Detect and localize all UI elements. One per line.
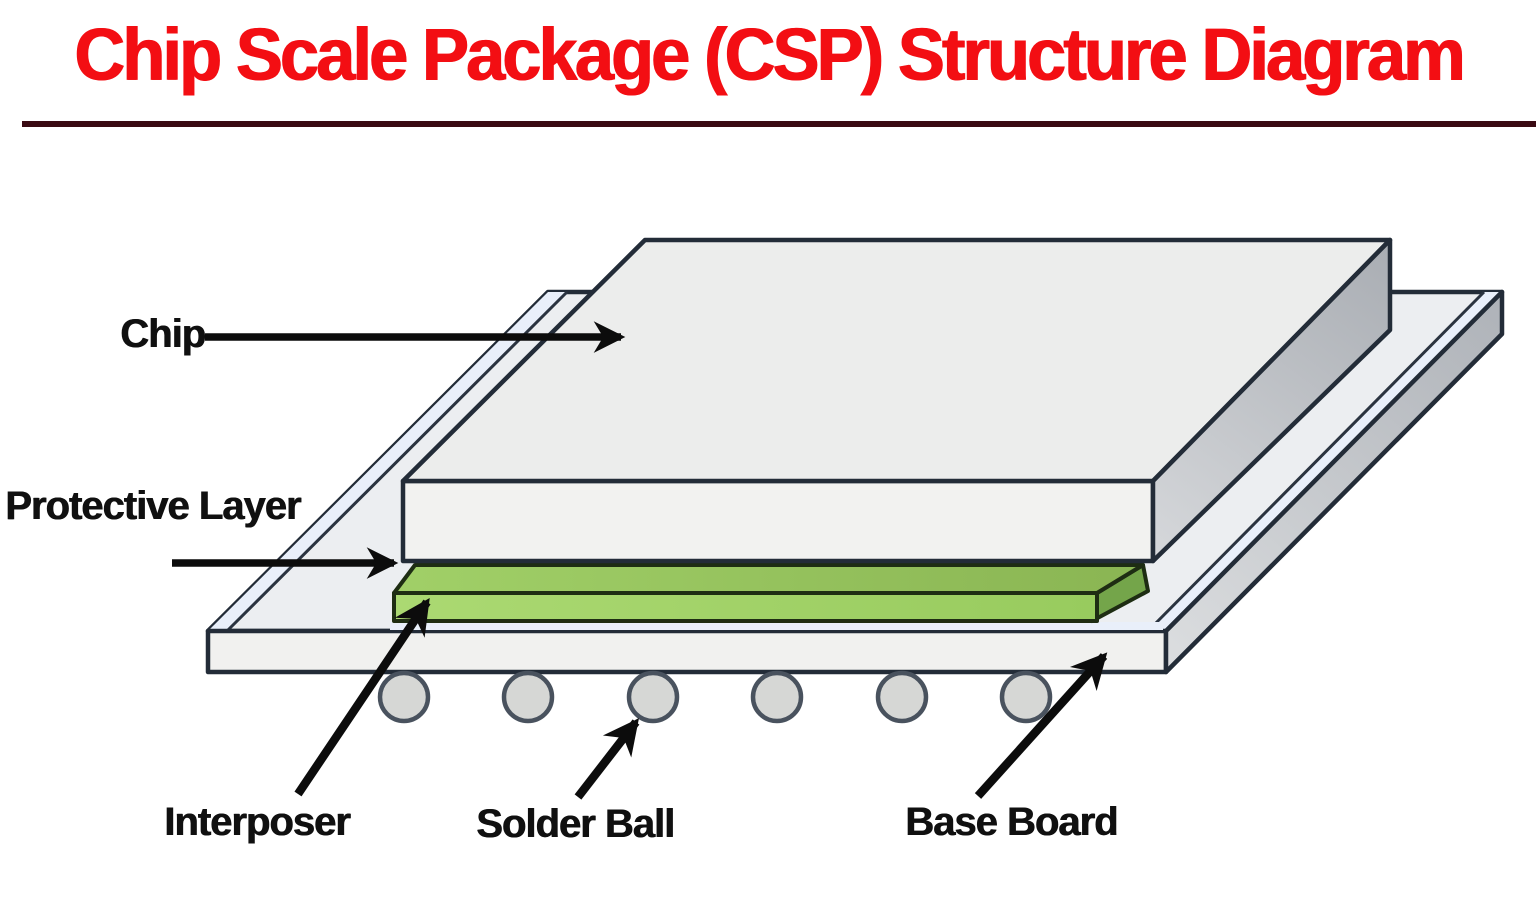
solder-ball: [750, 670, 804, 724]
base-board-front-margin-strip: [390, 622, 1163, 630]
solder-ball-label: Solder Ball: [476, 802, 675, 846]
solder-ball: [875, 670, 929, 724]
title-divider: [22, 121, 1536, 127]
callout-arrows: [172, 321, 1108, 800]
chip-front-face: [400, 478, 1156, 564]
chip-right-face: [1150, 237, 1393, 564]
protective-layer-label: Protective Layer: [5, 484, 301, 528]
base-board-left-margin-line: [225, 290, 569, 633]
solder-ball: [501, 670, 555, 724]
base-board-front-face: [205, 628, 1169, 675]
solder-balls: [377, 670, 1053, 724]
base-board-right-margin-line: [1146, 290, 1486, 633]
interposer-front-face: [392, 591, 1099, 623]
interposer-label: Interposer: [164, 800, 351, 844]
base-board-label: Base Board: [905, 800, 1118, 844]
interposer-top-face: [392, 563, 1145, 595]
base-board-arrow: [974, 652, 1108, 799]
base-board-left-margin-strip: [208, 292, 567, 631]
solder-ball: [999, 670, 1053, 724]
chip-label: Chip: [120, 312, 206, 356]
solder-ball-arrow: [574, 718, 640, 800]
interposer-layer: [392, 563, 1150, 623]
base-board-right-margin-strip: [1148, 292, 1502, 631]
page-title: Chip Scale Package (CSP) Structure Diagr…: [73, 13, 1465, 96]
solder-ball: [377, 670, 431, 724]
solder-ball: [626, 670, 680, 724]
chip-body: [400, 237, 1393, 564]
base-board-right-face: [1163, 289, 1505, 675]
interposer-arrow: [294, 597, 431, 797]
